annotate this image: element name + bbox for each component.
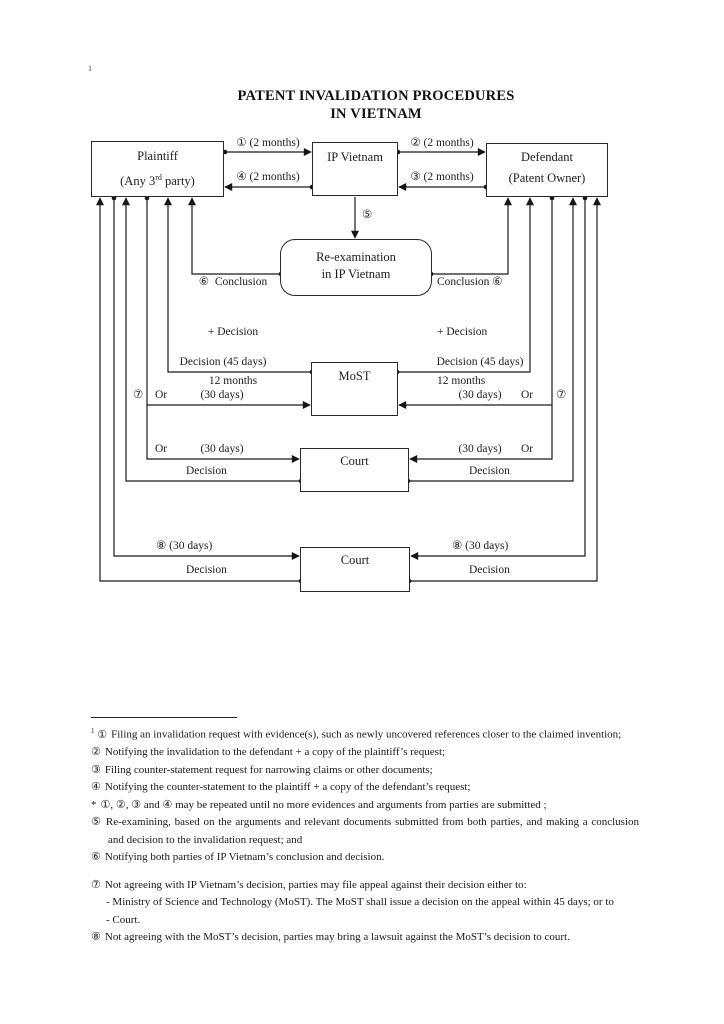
decision-45days-label-right: Decision (45 days) (436, 356, 524, 368)
footnote-star: *①, ②, ③ and ④ may be repeated until no … (91, 797, 639, 815)
node-plaintiff: Plaintiff (Any 3rd party) (91, 141, 224, 197)
footnote-5-marker: ⑤ (91, 816, 102, 829)
conclusion-left-line2: + Decision (207, 325, 259, 338)
reexam-label-line2: in IP Vietnam (321, 267, 391, 281)
court2-label: Court (340, 553, 370, 567)
node-ip-vietnam: IP Vietnam (312, 142, 398, 196)
edge-label-1-2months: ① (2 months) (236, 137, 300, 149)
footnote-separator (91, 717, 237, 718)
footnote-3-text: Filing counter-statement request for nar… (104, 763, 433, 776)
reexam-label-line1: Re-examination (316, 250, 396, 264)
node-defendant: Defendant (Patent Owner) (486, 143, 608, 197)
or-label-most-right: Or (521, 389, 534, 401)
footnote-star-text: ①, ②, ③ and ④ may be repeated until no m… (100, 798, 547, 811)
30days-label-court1-left: (30 days) (200, 443, 244, 455)
or-label-court1-left: Or (155, 443, 168, 455)
conclusion-right-line3: 12 months (437, 375, 486, 387)
footnote-1-text: Filing an invalidation request with evid… (111, 728, 622, 741)
footnote-7-sub-court: - Court. (91, 912, 639, 930)
most-label: MoST (338, 369, 371, 383)
node-most: MoST (311, 362, 398, 416)
footnote-2-text: Notifying the invalidation to the defend… (104, 746, 446, 759)
8-30days-label-left: ⑧ (30 days) (156, 540, 213, 552)
title-line-1: PATENT INVALIDATION PROCEDURES (237, 88, 515, 104)
footnote-5-text: Re-examining, based on the arguments and… (105, 816, 639, 846)
ip-vietnam-label: IP Vietnam (327, 150, 383, 164)
node-court-2: Court (300, 547, 410, 592)
footnote-6-text: Notifying both parties of IP Vietnam’s c… (104, 851, 385, 864)
footnote-7-sub-most-text: - Ministry of Science and Technology (Mo… (106, 896, 614, 909)
plaintiff-sublabel-pre: (Any 3 (120, 174, 156, 189)
decision-label-court1-left: Decision (186, 465, 227, 477)
footnote-6-marker: ⑥ (91, 851, 101, 864)
defendant-sublabel: (Patent Owner) (508, 171, 586, 185)
footnote-star-marker: * (91, 798, 97, 811)
plaintiff-label: Plaintiff (137, 149, 178, 163)
defendant-label: Defendant (520, 150, 574, 164)
court1-label: Court (340, 454, 369, 468)
edge-label-4-2months: ④ (2 months) (236, 171, 300, 183)
edge-label-5: ⑤ (362, 209, 373, 221)
or-label-most-left: Or (155, 389, 168, 401)
conclusion-label-left: ⑥ Conclusion + Decision 12 months (190, 241, 276, 423)
plaintiff-sublabel-post: party) (161, 174, 195, 189)
8-30days-label-right: ⑧ (30 days) (452, 540, 509, 552)
30days-label-most-left: (30 days) (200, 389, 244, 401)
conclusion-label-right: Conclusion ⑥ + Decision 12 months (437, 241, 529, 423)
circled-7-right: ⑦ (556, 389, 567, 401)
or-label-court1-right: Or (521, 443, 534, 455)
footnote-2-marker: ② (91, 746, 101, 759)
plaintiff-sublabel: (Any 3rd party) (92, 170, 223, 189)
title-line-2: IN VIETNAM (330, 105, 422, 122)
conclusion-left-line3: 12 months (208, 375, 258, 387)
node-reexamination: Re-examination in IP Vietnam (280, 239, 432, 296)
conclusion-right-line2: + Decision (437, 325, 488, 338)
node-court-1: Court (300, 448, 409, 492)
footnote-7-sub-court-text: - Court. (106, 913, 141, 926)
footnote-1-marker: ① (97, 728, 108, 741)
footnote-7-text: Not agreeing with IP Vietnam’s decision,… (104, 878, 527, 891)
page-corner-mark: 1 (88, 64, 92, 73)
conclusion-right-line1: Conclusion ⑥ (437, 276, 503, 288)
30days-label-most-right: (30 days) (458, 389, 502, 401)
edge-label-2-2months: ② (2 months) (410, 137, 474, 149)
circled-7-left: ⑦ (133, 389, 144, 401)
edge-label-3-2months: ③ (2 months) (410, 171, 474, 183)
decision-label-court1-right: Decision (469, 465, 510, 477)
footnote-8-text: Not agreeing with the MoST’s decision, p… (104, 931, 570, 944)
footnote-7-marker: ⑦ (91, 878, 101, 891)
footnote-gap (91, 867, 639, 877)
conclusion-left-line1: ⑥ Conclusion (198, 276, 268, 288)
footnote-7-sub-most: - Ministry of Science and Technology (Mo… (91, 894, 639, 912)
decision-45days-label-left: Decision (45 days) (179, 356, 267, 368)
footnote-8-marker: ⑧ (91, 931, 101, 944)
plaintiff-sublabel-sup: rd (155, 173, 162, 182)
30days-label-court1-right: (30 days) (458, 443, 502, 455)
page-title: PATENT INVALIDATION PROCEDURES IN VIETNA… (26, 88, 724, 123)
footnote-ref-sup: 1 (91, 727, 95, 735)
footnote-4-marker: ④ (91, 781, 101, 794)
decision-label-court2-right: Decision (469, 564, 510, 576)
footnote-3-marker: ③ (91, 763, 101, 776)
footnote-4-text: Notifying the counter-statement to the p… (104, 781, 471, 794)
decision-label-court2-left: Decision (186, 564, 227, 576)
